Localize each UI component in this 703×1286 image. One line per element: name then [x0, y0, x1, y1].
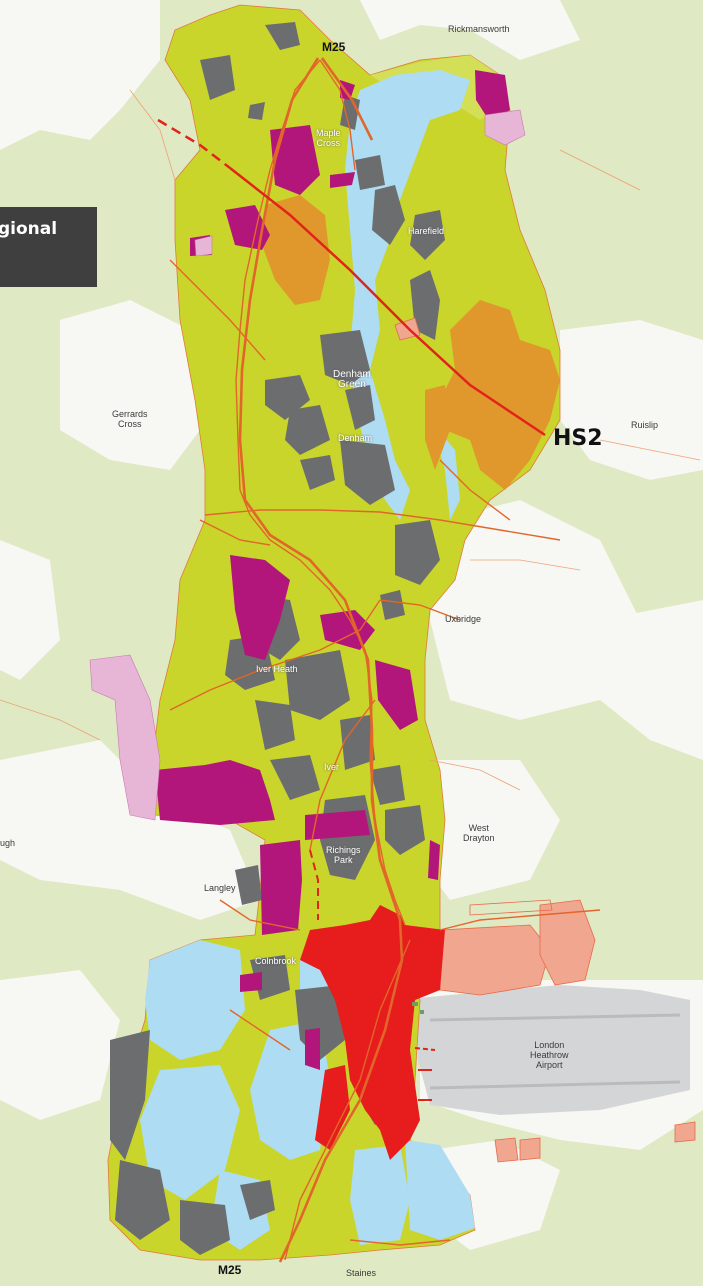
hs2-railway-line: [157, 118, 231, 169]
place-staines: Staines: [346, 1268, 377, 1278]
place-rickmansworth: Rickmansworth: [448, 24, 510, 34]
place-ruislip: Ruislip: [631, 420, 659, 430]
hs2-label: HS2: [553, 426, 603, 451]
motorway: [238, 57, 404, 1263]
place-colnbrook: Colnbrook: [255, 956, 297, 966]
runways: [429, 1013, 681, 1090]
salmon-sites: [394, 317, 696, 1163]
place-harefield: Harefield: [408, 226, 445, 236]
place-iver-heath: Iver Heath: [256, 664, 298, 674]
light-pink-sites: [89, 109, 526, 821]
region-label-box: gional: [0, 207, 97, 287]
m25-north-label: M25: [322, 40, 346, 54]
developed-land: [110, 22, 445, 1255]
place-gerrards-cross: Gerrards Cross: [112, 409, 148, 429]
place-iver: Iver: [324, 762, 340, 772]
place-denham-green: Denham Green: [333, 369, 371, 390]
hs2-zone: [262, 195, 560, 490]
place-maple-cross: Maple Cross: [316, 128, 341, 148]
place-west-drayton: West Drayton: [463, 823, 495, 843]
place-heathrow-airport: London Heathrow Airport: [530, 1040, 569, 1070]
place-slough-fragment: ugh: [0, 838, 16, 848]
place-uxbridge: Uxbridge: [445, 614, 482, 624]
place-langley: Langley: [204, 883, 236, 893]
place-denham: Denham: [338, 433, 373, 443]
m25-south-label: M25: [218, 1263, 242, 1277]
heathrow-expansion-area: [300, 905, 445, 1160]
place-richings-park: Richings Park: [326, 845, 361, 865]
region-label-text: gional: [0, 219, 58, 239]
